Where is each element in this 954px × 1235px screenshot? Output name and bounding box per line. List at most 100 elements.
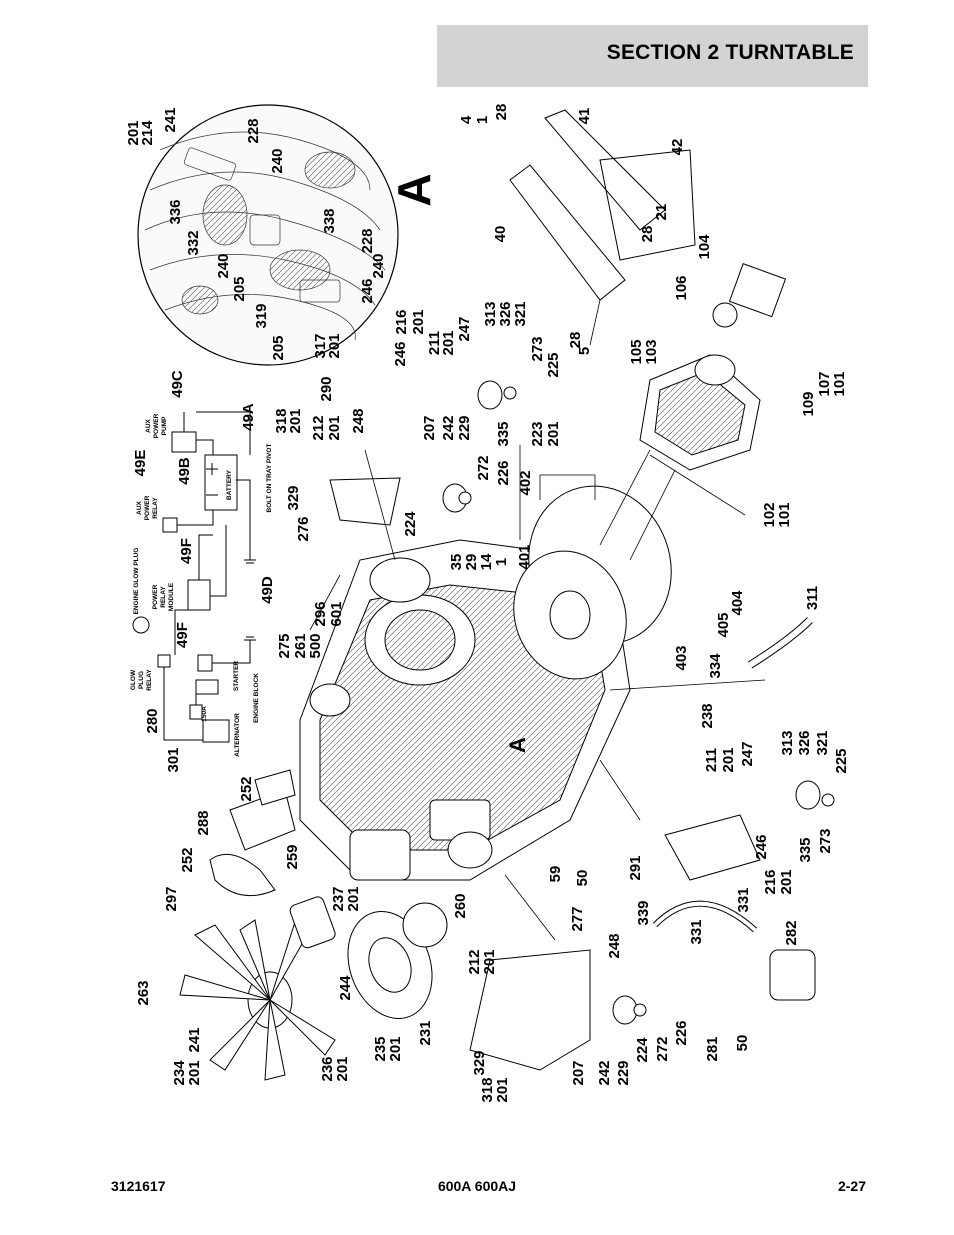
part-callout: 275 <box>276 633 293 658</box>
part-callout: 211 <box>703 748 720 772</box>
part-callout: 288 <box>195 810 212 835</box>
schematic-label: BOLT ON TRAY PIVOT <box>266 444 273 513</box>
part-callout: 214 <box>139 120 156 146</box>
part-callout: 338 <box>321 208 338 233</box>
part-callout: 339 <box>635 900 652 925</box>
part-callout: 272 <box>475 455 492 480</box>
pulleys <box>289 896 448 1019</box>
part-callout: 14 <box>478 553 495 570</box>
part-callout: 242 <box>596 1060 613 1085</box>
part-callout: 109 <box>800 391 817 416</box>
part-callout: 334 <box>707 653 724 679</box>
part-callout: 5 <box>576 347 593 355</box>
schematic-label: AUX <box>145 418 152 432</box>
schematic-label: ALTERNATOR <box>234 713 241 757</box>
schematic-label: ENGINE BLOCK <box>253 673 260 723</box>
part-callout: 260 <box>452 893 469 918</box>
part-callout: 228 <box>359 228 376 253</box>
small-parts <box>442 380 835 1025</box>
part-callout: 252 <box>238 776 255 801</box>
part-callout: 273 <box>817 828 834 853</box>
part-callout: 226 <box>673 1020 690 1045</box>
part-callout: 212 <box>310 415 327 440</box>
part-callout: 246 <box>753 834 770 859</box>
part-callout: 229 <box>615 1060 632 1085</box>
part-callout: 237 <box>330 886 347 911</box>
part-callout: 103 <box>643 339 660 364</box>
part-callout: 291 <box>627 855 644 880</box>
part-callout: 104 <box>696 234 713 260</box>
part-callout: 331 <box>688 919 705 944</box>
schematic-label: RELAY <box>146 669 153 691</box>
part-callout: 318 <box>479 1077 496 1102</box>
electrical-schematic <box>132 411 256 743</box>
part-callout: 201 <box>326 333 343 358</box>
schematic-label: GLOW <box>130 669 137 690</box>
schematic-label: 150A <box>201 706 208 722</box>
part-callout: 318 <box>273 408 290 433</box>
part-callout: 224 <box>634 1037 651 1063</box>
part-callout: 246 <box>359 278 376 303</box>
part-callout: 405 <box>715 612 732 637</box>
hydraulic-pump <box>639 263 787 471</box>
part-callout: 1 <box>474 116 491 124</box>
schematic-label: ENGINE GLOW PLUG <box>133 548 140 615</box>
part-callout: 201 <box>778 869 795 894</box>
schematic-callout: 49B <box>176 457 193 485</box>
part-callout: 231 <box>417 1020 434 1045</box>
cooling-fan <box>179 919 336 1081</box>
part-callout: 261 <box>292 633 309 658</box>
schematic-callout: 49A <box>240 403 257 431</box>
part-callout: 296 <box>312 601 329 626</box>
schematic-label: BATTERY <box>226 469 233 500</box>
schematic-label: PLUG <box>138 671 145 689</box>
part-callout: 234 <box>171 1060 188 1086</box>
part-callout: 226 <box>495 460 512 485</box>
part-callout: 336 <box>167 199 184 224</box>
part-callout: 1 <box>493 558 510 566</box>
part-callout: 21 <box>653 204 670 221</box>
part-callout: 277 <box>569 906 586 931</box>
part-callout: 201 <box>345 886 362 911</box>
section-title: SECTION 2 TURNTABLE <box>606 41 854 64</box>
part-callout: 311 <box>804 586 821 610</box>
part-callout: 329 <box>285 485 302 510</box>
part-callout: 301 <box>165 747 182 772</box>
part-callout: 29 <box>463 554 480 571</box>
schematic-label: AUX <box>136 500 143 514</box>
part-callout: 280 <box>144 708 161 733</box>
part-callout: 321 <box>512 301 529 326</box>
part-callout: 41 <box>576 108 593 125</box>
part-callout: 276 <box>295 516 312 541</box>
part-callout: 317 <box>312 333 329 358</box>
part-callout: 273 <box>529 336 546 361</box>
part-callout: 313 <box>779 730 796 755</box>
part-callout: 224 <box>402 511 419 537</box>
part-callout: 101 <box>831 371 848 396</box>
hoses <box>209 617 816 1001</box>
part-callout: 201 <box>186 1060 203 1085</box>
part-callout: 201 <box>545 421 562 446</box>
part-callout: 216 <box>762 869 779 894</box>
part-callout: 236 <box>319 1056 336 1081</box>
part-callout: 35 <box>448 554 465 571</box>
schematic-callout: 49D <box>259 576 276 604</box>
part-callout: 282 <box>783 920 800 945</box>
part-callout: 259 <box>284 844 301 869</box>
part-callout: 50 <box>734 1035 751 1052</box>
detail-a-circle <box>137 104 399 366</box>
part-callout: 28 <box>567 332 584 349</box>
part-callout: 297 <box>163 886 180 911</box>
part-callout: 244 <box>337 975 354 1001</box>
part-callout: 281 <box>704 1036 721 1061</box>
part-callout: 240 <box>215 253 232 278</box>
part-callout: 201 <box>287 408 304 433</box>
schematic-callout: 49C <box>169 370 186 398</box>
part-callout: 28 <box>493 104 510 121</box>
section-header: SECTION 2 TURNTABLE <box>437 25 868 87</box>
part-callout: 321 <box>814 730 831 755</box>
part-callout: 335 <box>797 837 814 862</box>
